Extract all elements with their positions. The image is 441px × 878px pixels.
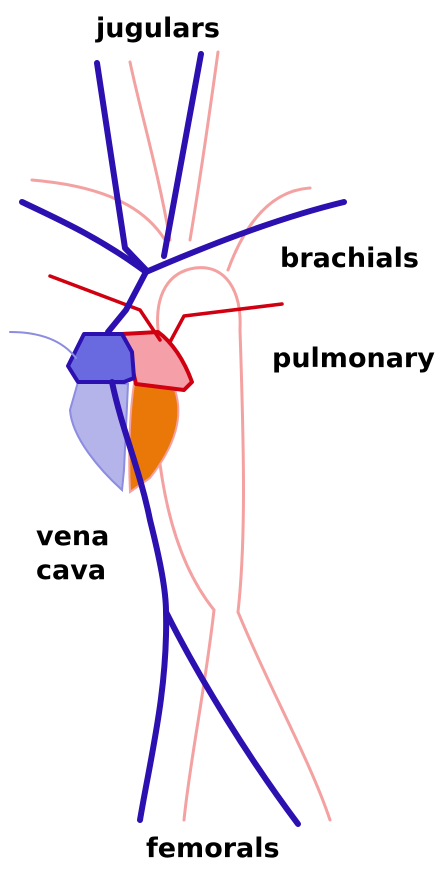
heart	[68, 332, 192, 492]
left-femoral-artery	[184, 610, 214, 820]
descending-aorta-right-wall	[238, 330, 244, 612]
pulmonary-vein	[10, 332, 76, 358]
left-carotid-artery	[130, 62, 170, 240]
vena-cava-label: vena cava	[36, 520, 109, 588]
right-atrium	[68, 334, 134, 382]
left-subclavian-artery	[32, 180, 165, 240]
right-ventricle	[70, 382, 128, 490]
vena-cava-label-line1: vena	[36, 520, 109, 554]
aortic-arch	[158, 268, 241, 330]
left-brachial-vein	[22, 202, 146, 272]
right-femoral-artery	[238, 612, 330, 820]
pulmonary-label: pulmonary	[272, 342, 435, 376]
left-femoral-vein	[140, 612, 166, 820]
pulmonary-artery-right	[170, 304, 282, 342]
right-femoral-vein	[166, 612, 298, 824]
femorals-label: femorals	[146, 832, 280, 866]
venous-system	[22, 54, 344, 824]
brachials-label: brachials	[280, 242, 419, 276]
right-jugular-vein	[164, 54, 201, 256]
superior-vena-cava	[108, 272, 146, 332]
pulmonary-artery-left	[50, 276, 160, 340]
vena-cava-label-line2: cava	[36, 554, 109, 588]
jugulars-label: jugulars	[96, 12, 220, 46]
